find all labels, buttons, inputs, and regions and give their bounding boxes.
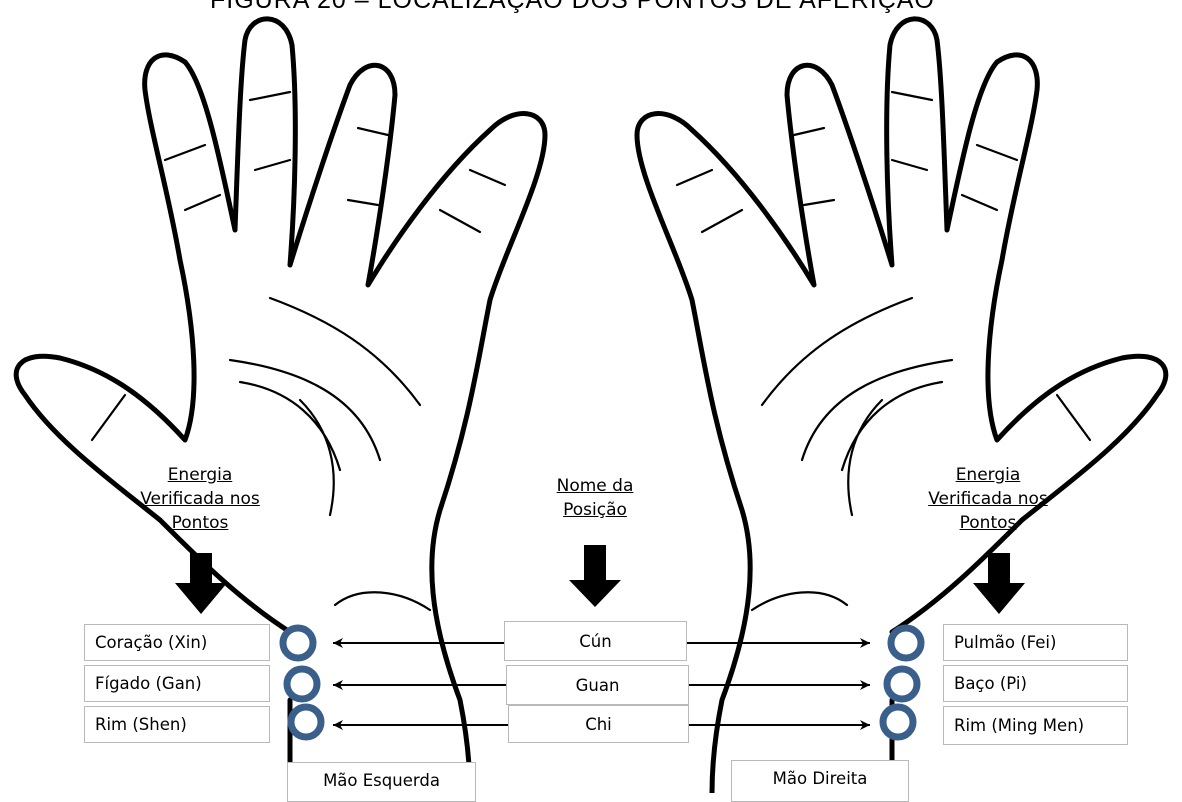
left-pulse-points xyxy=(283,628,321,737)
right-point-guan xyxy=(887,669,917,699)
right-point-label-guan: Baço (Pi) xyxy=(943,665,1128,702)
center-caption-line-2: Posição xyxy=(530,498,660,522)
figure-title: FIGURA 20 – LOCALIZAÇÃO DOS PONTOS DE AF… xyxy=(210,0,935,15)
right-pulse-points xyxy=(883,628,921,737)
left-caption: Energia Verificada nos Pontos xyxy=(130,463,270,535)
left-point-chi xyxy=(291,707,321,737)
right-caption: Energia Verificada nos Pontos xyxy=(918,463,1058,535)
left-point-label-guan: Fígado (Gan) xyxy=(84,665,270,702)
center-caption-line-1: Nome da xyxy=(530,474,660,498)
left-point-guan xyxy=(287,669,317,699)
left-hand-label: Mão Esquerda xyxy=(287,762,476,802)
left-down-arrow xyxy=(175,553,227,614)
right-point-label-cun: Pulmão (Fei) xyxy=(943,624,1128,661)
left-caption-line-3: Pontos xyxy=(130,511,270,535)
right-point-label-chi: Rim (Ming Men) xyxy=(943,706,1128,745)
right-point-chi xyxy=(883,707,913,737)
right-caption-line-3: Pontos xyxy=(918,511,1058,535)
right-caption-line-2: Verificada nos xyxy=(918,487,1058,511)
center-caption: Nome da Posição xyxy=(530,474,660,522)
position-label-chi: Chi xyxy=(508,705,689,743)
left-caption-line-1: Energia xyxy=(130,463,270,487)
position-label-guan: Guan xyxy=(506,665,689,705)
left-point-label-chi: Rim (Shen) xyxy=(84,706,270,743)
left-point-cun xyxy=(283,628,313,658)
left-caption-line-2: Verificada nos xyxy=(130,487,270,511)
left-point-label-cun: Coração (Xin) xyxy=(84,624,270,661)
position-label-cun: Cún xyxy=(504,621,687,661)
right-caption-line-1: Energia xyxy=(918,463,1058,487)
right-point-cun xyxy=(891,628,921,658)
center-down-arrow xyxy=(569,545,621,607)
right-hand-label: Mão Direita xyxy=(731,760,909,802)
